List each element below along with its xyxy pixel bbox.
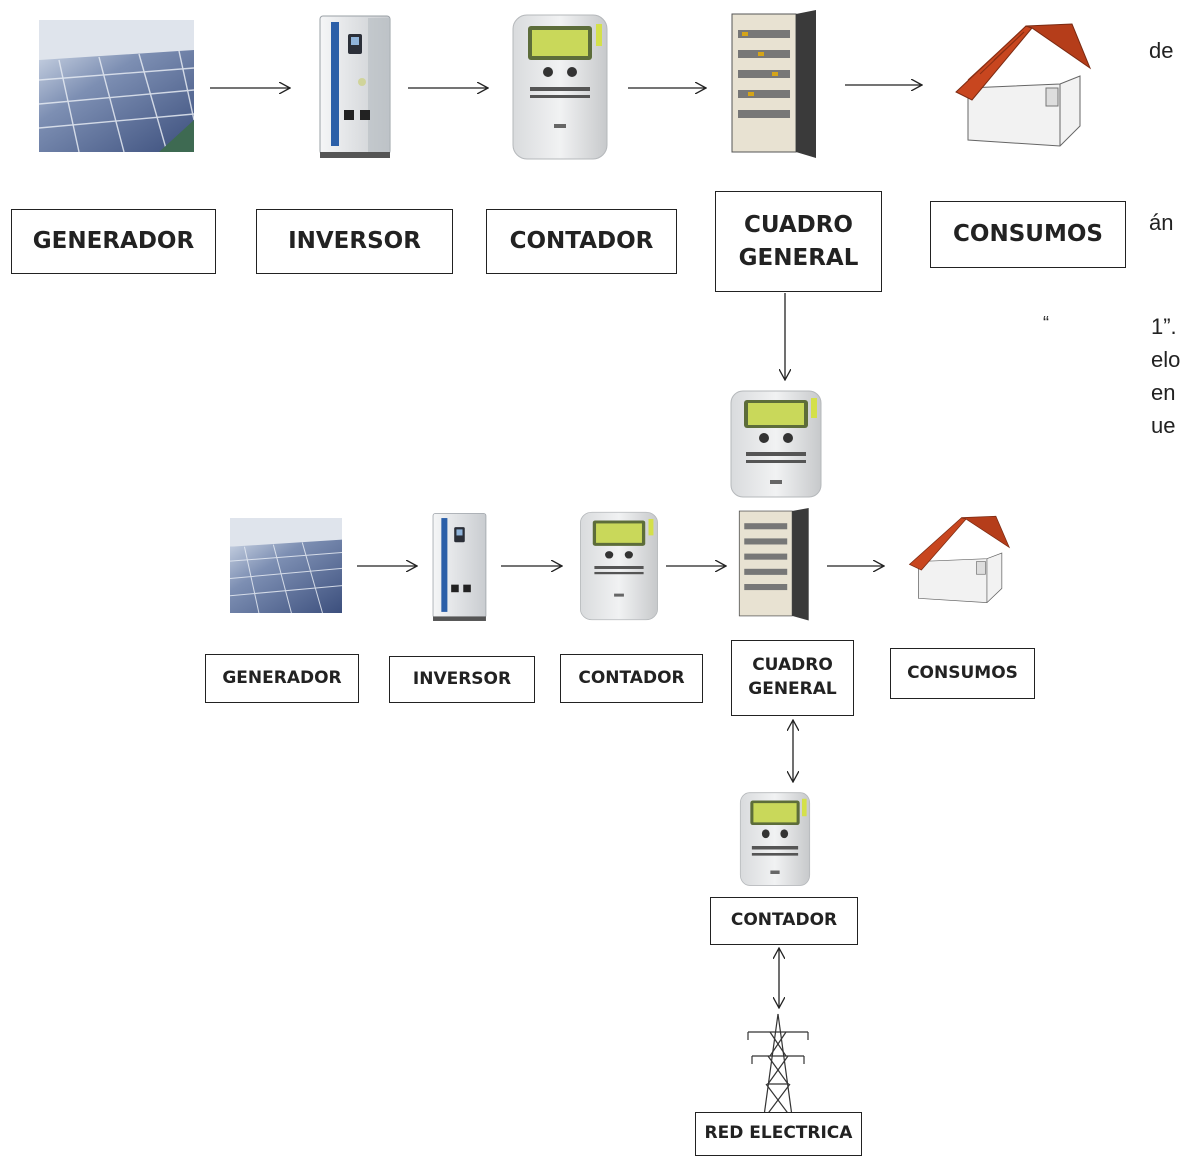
cuadro-label-line2: GENERAL [748, 679, 837, 699]
electrical-panel-icon [731, 10, 816, 158]
text-fragment: en [1151, 380, 1176, 405]
house-icon [955, 23, 1092, 147]
consumos-box: CONSUMOS [930, 201, 1126, 268]
power-tower-icon [747, 1013, 809, 1117]
consumos-box: CONSUMOS [890, 648, 1035, 699]
inverter-icon [319, 15, 391, 158]
cuadro-label-line1: CUADRO [743, 212, 853, 239]
solar-panel-icon [230, 518, 342, 613]
contador-label: CONTADOR [509, 228, 654, 255]
text-fragment: án [1149, 210, 1174, 235]
generador-label: GENERADOR [32, 228, 195, 255]
contador-box: CONTADOR [486, 209, 677, 274]
red-electrica-box: RED ELECTRICA [695, 1112, 862, 1156]
inversor-label: INVERSOR [288, 228, 421, 255]
contador-box: CONTADOR [560, 654, 703, 703]
cuadro-general-box: CUADRO GENERAL [715, 191, 882, 292]
text-fragment: “ [1043, 313, 1049, 333]
consumos-label: CONSUMOS [907, 662, 1018, 683]
meter-icon [730, 390, 822, 498]
meter-icon [580, 511, 658, 621]
text-fragment: 1”. [1151, 314, 1177, 339]
inversor-box: INVERSOR [256, 209, 453, 274]
consumos-label: CONSUMOS [953, 221, 1103, 248]
generador-box: GENERADOR [205, 654, 359, 703]
cuadro-general-box: CUADRO GENERAL [731, 640, 854, 716]
red-electrica-label: RED ELECTRICA [704, 1123, 853, 1144]
meter-icon [739, 792, 811, 886]
inversor-box: INVERSOR [389, 656, 535, 703]
cuadro-label-line2: GENERAL [738, 244, 859, 271]
house-icon [908, 515, 1011, 603]
text-fragment: ue [1151, 413, 1176, 438]
electrical-panel-icon [738, 508, 809, 621]
generador-label: GENERADOR [222, 667, 342, 688]
inversor-label: INVERSOR [412, 668, 512, 689]
cuadro-label-line1: CUADRO [752, 655, 833, 676]
contador-red-label: CONTADOR [730, 910, 838, 931]
generador-box: GENERADOR [11, 209, 216, 274]
text-fragment: de [1149, 38, 1174, 63]
contador-red-box: CONTADOR [710, 897, 858, 945]
inverter-icon [432, 513, 487, 621]
text-fragment: elo [1151, 347, 1181, 372]
solar-panel-icon [39, 20, 194, 152]
meter-icon [512, 14, 608, 160]
contador-label: CONTADOR [578, 667, 685, 688]
